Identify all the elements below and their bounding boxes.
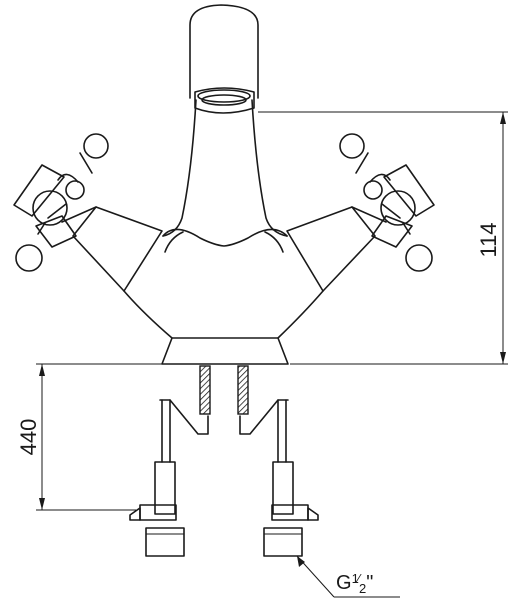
- faucet-spout: [162, 4, 288, 237]
- faucet-body: [123, 228, 324, 339]
- aerator-ring: [194, 87, 255, 114]
- right-cross-handle[interactable]: [339, 133, 435, 272]
- spout-height-label: 114: [476, 222, 501, 257]
- base-plate: [161, 337, 289, 365]
- mounting-studs: [199, 365, 249, 415]
- dimension-spout-height: 114: [258, 111, 508, 365]
- dimension-hose-length: 440: [16, 363, 162, 511]
- left-valve-body: [61, 206, 163, 292]
- thread-callout: G1⁄2": [296, 555, 400, 598]
- hose-length-label: 440: [16, 419, 41, 456]
- left-cross-handle[interactable]: [13, 133, 109, 272]
- right-valve-body: [286, 206, 387, 292]
- right-flex-hose: [239, 399, 319, 557]
- thread-size-label: G1⁄2": [336, 571, 373, 596]
- left-flex-hose: [129, 399, 209, 557]
